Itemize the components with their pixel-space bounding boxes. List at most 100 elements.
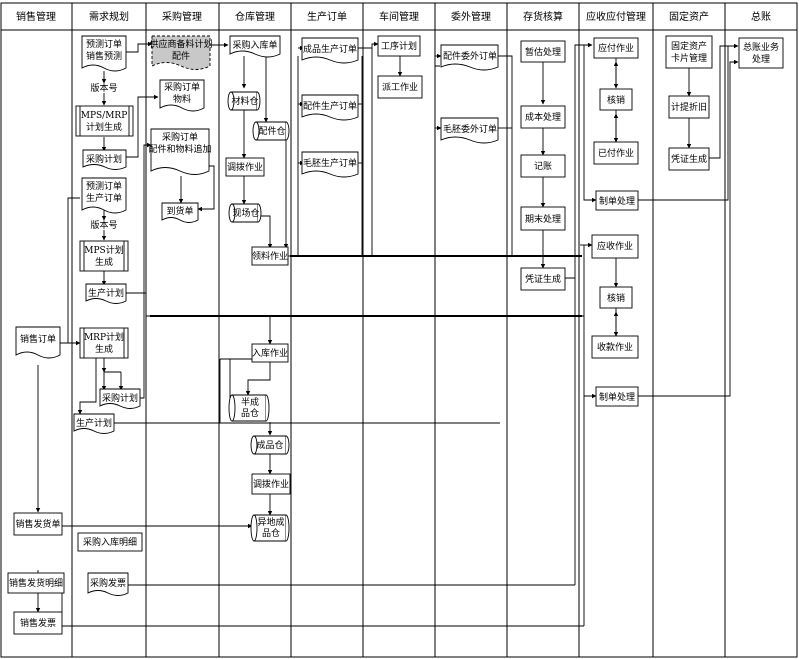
doc-supplier-stock-plan[interactable] xyxy=(151,35,211,70)
box-verify-1[interactable] xyxy=(599,88,633,111)
receipt-work-label: 收款作业 xyxy=(597,341,633,353)
lane-title-inventory: 存货核算 xyxy=(523,10,563,23)
box-voucher-gen-2[interactable] xyxy=(668,147,710,171)
box-sales-delivery[interactable] xyxy=(13,512,63,536)
nodes xyxy=(7,35,784,635)
box-verify-2[interactable] xyxy=(599,286,633,309)
lane-titles: 销售管理 需求规划 采购管理 仓库管理 生产订单 车间管理 委外管理 存货核算 … xyxy=(16,10,771,23)
doc-sales-order[interactable] xyxy=(15,326,61,359)
box-make-voucher-1[interactable] xyxy=(595,190,639,211)
mps-plan-line1: MPS计划 xyxy=(84,244,123,256)
doc-production-plan-1[interactable] xyxy=(85,283,127,304)
purchase-parts-line1: 采购订单 xyxy=(162,131,198,143)
doc-forecast-production[interactable] xyxy=(81,177,127,214)
box-asset-card[interactable] xyxy=(665,35,713,69)
box-paid-work[interactable] xyxy=(593,141,639,165)
box-period-end[interactable] xyxy=(520,206,566,231)
box-inbound-work[interactable] xyxy=(251,343,289,363)
receivable-work-label: 应收作业 xyxy=(597,240,633,252)
box-purchase-receipt-detail[interactable] xyxy=(77,532,143,552)
box-cost[interactable] xyxy=(520,105,566,129)
cyl-semi-wh[interactable] xyxy=(228,394,270,422)
cyl-parts-wh[interactable] xyxy=(252,121,290,141)
semi-wh-line2: 品仓 xyxy=(241,407,259,419)
sales-order-label: 销售订单 xyxy=(20,333,56,345)
box-transfer-2[interactable] xyxy=(251,473,291,495)
forecast-production-line2: 生产订单 xyxy=(86,192,122,204)
box-estimate[interactable] xyxy=(520,40,566,63)
doc-blank-order[interactable] xyxy=(301,151,359,178)
connectors xyxy=(35,41,739,627)
doc-purchase-inbound[interactable] xyxy=(229,35,281,58)
purchase-inbound-label: 采购入库单 xyxy=(232,39,277,51)
box-bookkeep[interactable] xyxy=(520,154,566,178)
lane-title-demand: 需求规划 xyxy=(89,10,129,23)
forecast-sales-line1: 预测订单 xyxy=(86,38,122,50)
make-voucher-1-label: 制单处理 xyxy=(599,195,635,207)
box-sales-delivery-detail[interactable] xyxy=(7,572,65,594)
doc-purchase-material[interactable] xyxy=(159,79,205,112)
doc-arrival[interactable] xyxy=(161,202,199,223)
asset-card-line1: 固定资产 xyxy=(671,40,707,52)
mps-mrp-line1: MPS/MRP xyxy=(81,111,128,121)
payable-work-label: 应付作业 xyxy=(598,42,634,54)
doc-parts-outsource[interactable] xyxy=(440,44,499,71)
mps-plan-line2: 生成 xyxy=(95,256,113,268)
box-gl-process[interactable] xyxy=(738,37,784,69)
parts-outsource-label: 配件委外订单 xyxy=(443,50,497,62)
box-dispatch[interactable] xyxy=(377,75,423,99)
node-labels: 预测订单 销售预测 版本号 MPS/MRP 计划生成 采购计划 预测订单 生产订… xyxy=(9,38,779,629)
sales-delivery-label: 销售发货单 xyxy=(15,518,60,530)
lane-title-fixed: 固定资产 xyxy=(669,10,709,23)
cyl-material-wh[interactable] xyxy=(227,91,261,111)
process-mps-plan[interactable] xyxy=(79,240,129,272)
dispatch-label: 派工作业 xyxy=(382,81,418,93)
box-receipt-work[interactable] xyxy=(591,335,639,359)
purchase-parts-line2: 配件和物料追加 xyxy=(148,143,211,155)
box-sales-invoice[interactable] xyxy=(13,611,63,635)
doc-finished-order[interactable] xyxy=(301,37,359,64)
purchase-plan-2-label: 采购计划 xyxy=(102,392,138,404)
doc-purchase-plan-2[interactable] xyxy=(99,388,141,409)
doc-parts-order[interactable] xyxy=(301,94,359,121)
box-receivable-work[interactable] xyxy=(591,234,639,259)
box-transfer-1[interactable] xyxy=(225,157,265,177)
cyl-remote-wh[interactable] xyxy=(250,514,290,542)
purchase-receipt-detail-label: 采购入库明细 xyxy=(83,536,137,548)
process-mps-mrp[interactable] xyxy=(75,105,134,137)
purchase-material-line1: 采购订单 xyxy=(164,81,200,93)
doc-forecast-sales[interactable] xyxy=(81,35,127,72)
purchase-material-line2: 物料 xyxy=(173,93,191,105)
semi-wh-line1: 半成 xyxy=(241,396,259,408)
sales-delivery-detail-label: 销售发货明细 xyxy=(9,577,63,589)
supplier-stock-plan-line1: 供应商备料计划 xyxy=(149,38,212,50)
box-depreciation[interactable] xyxy=(668,95,710,119)
lane-title-purchase: 采购管理 xyxy=(162,10,202,23)
box-process-plan[interactable] xyxy=(377,35,421,57)
doc-production-plan-2[interactable] xyxy=(73,413,115,434)
box-make-voucher-2[interactable] xyxy=(595,386,639,407)
material-wh-label: 材料仓 xyxy=(231,95,258,107)
box-payable-work[interactable] xyxy=(593,37,639,59)
remote-wh-line1: 异地成 xyxy=(257,516,284,528)
box-voucher-gen-1[interactable] xyxy=(520,267,566,291)
doc-purchase-invoice[interactable] xyxy=(87,572,129,596)
doc-purchase-parts[interactable] xyxy=(150,128,210,175)
cyl-finished-wh[interactable] xyxy=(250,435,290,455)
gl-process-line1: 总账业务 xyxy=(743,41,779,53)
doc-purchase-plan-1[interactable] xyxy=(82,149,127,170)
cyl-site-wh[interactable] xyxy=(228,203,262,223)
box-pick-work[interactable] xyxy=(251,246,289,266)
parts-order-label: 配件生产订单 xyxy=(303,100,357,112)
doc-blank-outsource[interactable] xyxy=(440,117,499,144)
bold-connectors xyxy=(150,255,582,317)
forecast-sales-line2: 销售预测 xyxy=(86,50,122,62)
supplier-stock-plan-line2: 配件 xyxy=(172,50,190,62)
period-end-label: 期末处理 xyxy=(525,213,561,225)
process-mrp-plan[interactable] xyxy=(79,327,129,359)
mps-mrp-line2: 计划生成 xyxy=(86,121,122,133)
site-wh-label: 现场仓 xyxy=(232,207,259,219)
mrp-plan-line1: MRP计划 xyxy=(84,331,124,343)
